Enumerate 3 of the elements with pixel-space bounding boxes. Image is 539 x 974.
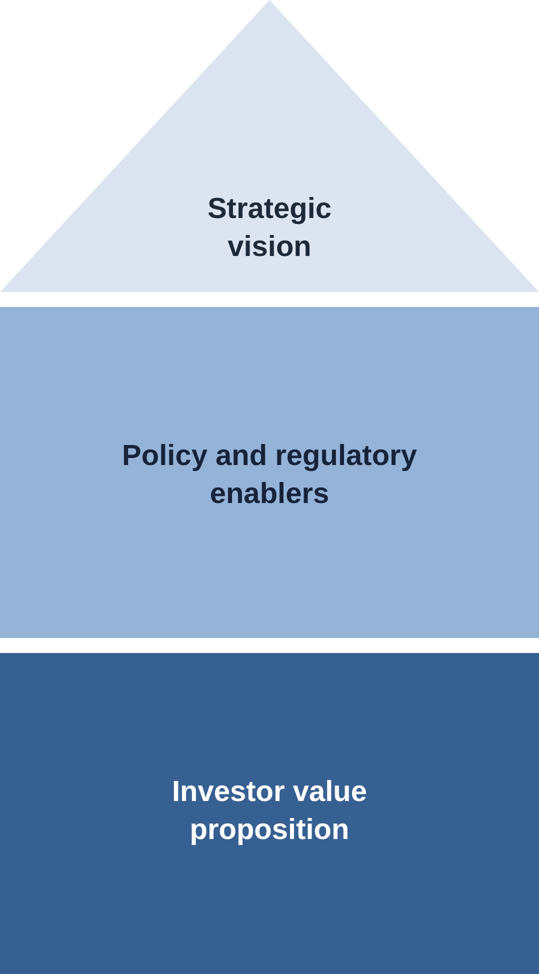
layer-label: Policy and regulatory enablers	[121, 439, 418, 512]
layer-label: Strategic vision	[206, 192, 333, 265]
layer-label: Investor value proposition	[170, 775, 368, 848]
